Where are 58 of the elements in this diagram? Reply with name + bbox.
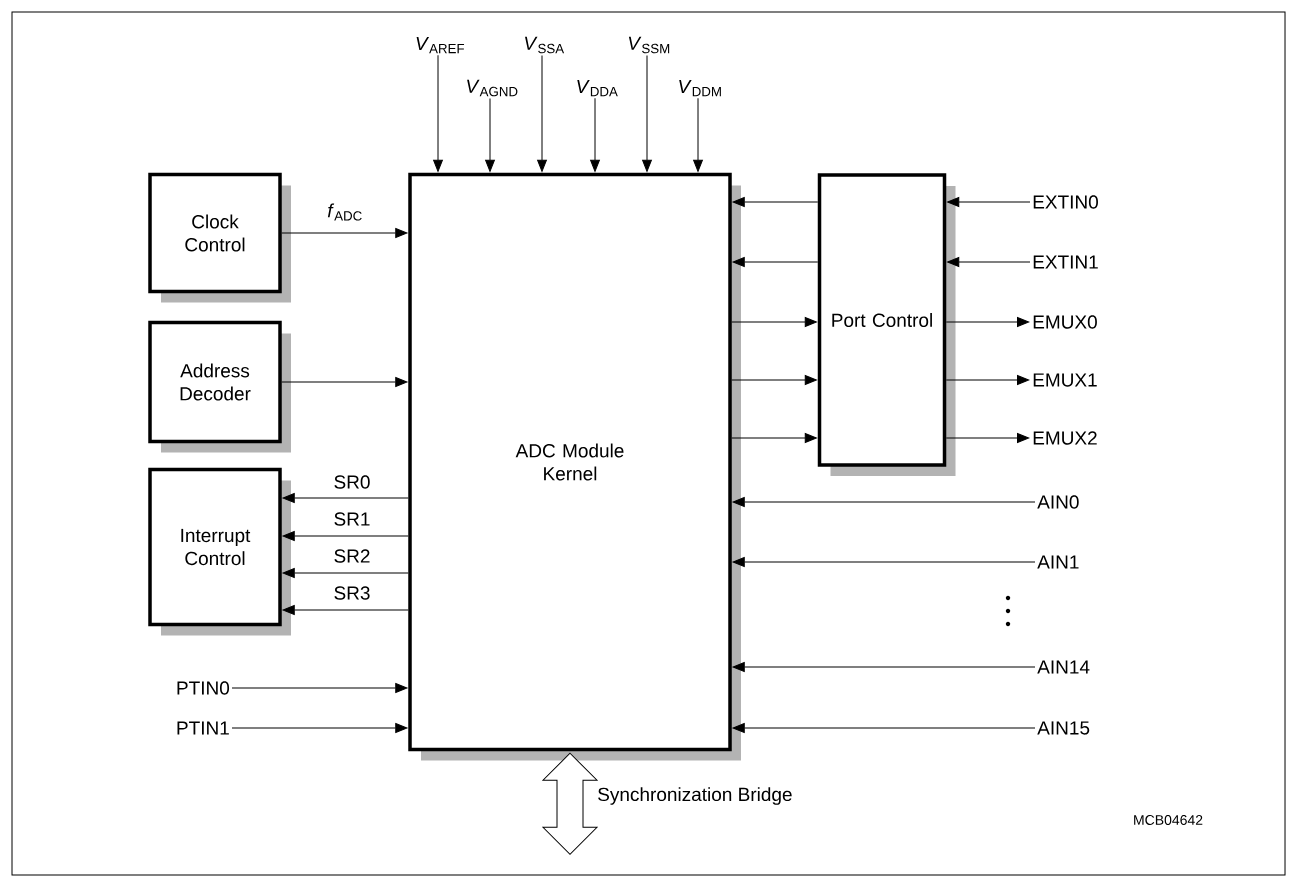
edge-label: SR3 [332,585,372,601]
arrow [433,54,443,172]
block-box: ADC Module Kernel [408,172,741,761]
signal-label: AIN14 [1037,660,1090,674]
arrow [642,54,652,172]
bus-arrow [542,752,598,855]
signal-label: AIN1 [1037,555,1079,569]
arrow [732,557,1036,567]
signal-label: V$_{SSA}$ [525,36,565,54]
signal-label: V$_{AREF}$ [416,36,465,54]
arrow [731,433,817,443]
arrow [231,723,408,733]
edge-label: SR0 [332,474,372,490]
signal-label: V$_{DDA}$ [577,79,618,97]
arrow [731,375,817,385]
signal-label: AIN0 [1037,495,1079,509]
edge-label: Synchronization Bridge [596,786,794,806]
signal-label: V$_{DDM}$ [679,79,721,97]
signal-label: EXTIN0 [1033,195,1098,209]
arrow [732,257,819,267]
arrow [590,97,600,172]
arrow [945,375,1030,385]
arrow [947,257,1031,267]
arrow [945,317,1030,327]
arrow [732,662,1036,672]
block-box: Interrupt Control [148,467,291,636]
arrow [282,493,409,503]
arrow [693,97,703,172]
signal-label: V$_{SSM}$ [628,36,670,54]
arrow [281,228,408,238]
signal-label: AIN15 [1037,721,1090,735]
signal-label: EMUX0 [1033,315,1097,329]
block-box: Address Decoder [148,320,291,453]
edge-label: SR2 [332,548,372,564]
block-box: Port Control [817,173,956,476]
arrow [282,531,409,541]
arrow [732,497,1036,507]
arrow [281,377,408,387]
block-box: Clock Control [148,172,291,303]
arrow [731,317,817,327]
arrow [485,97,495,172]
arrow [537,54,547,172]
signal-label: PTIN0 [177,681,230,695]
arrow [945,433,1030,443]
arrow [231,683,408,693]
arrow [282,568,409,578]
edge-label: f$_{ADC}$ [326,202,364,222]
signal-label: V$_{AGND}$ [467,79,518,97]
signal-label: EMUX2 [1033,431,1097,445]
signal-label: PTIN1 [177,721,229,735]
arrow [732,197,819,207]
figure-code: MCB04642 [1134,815,1203,825]
edge-label: SR1 [332,511,372,527]
signal-label: EMUX1 [1033,373,1097,387]
signal-label: EXTIN1 [1033,255,1098,269]
arrow [732,723,1036,733]
arrow [282,605,409,615]
arrow [947,197,1031,207]
